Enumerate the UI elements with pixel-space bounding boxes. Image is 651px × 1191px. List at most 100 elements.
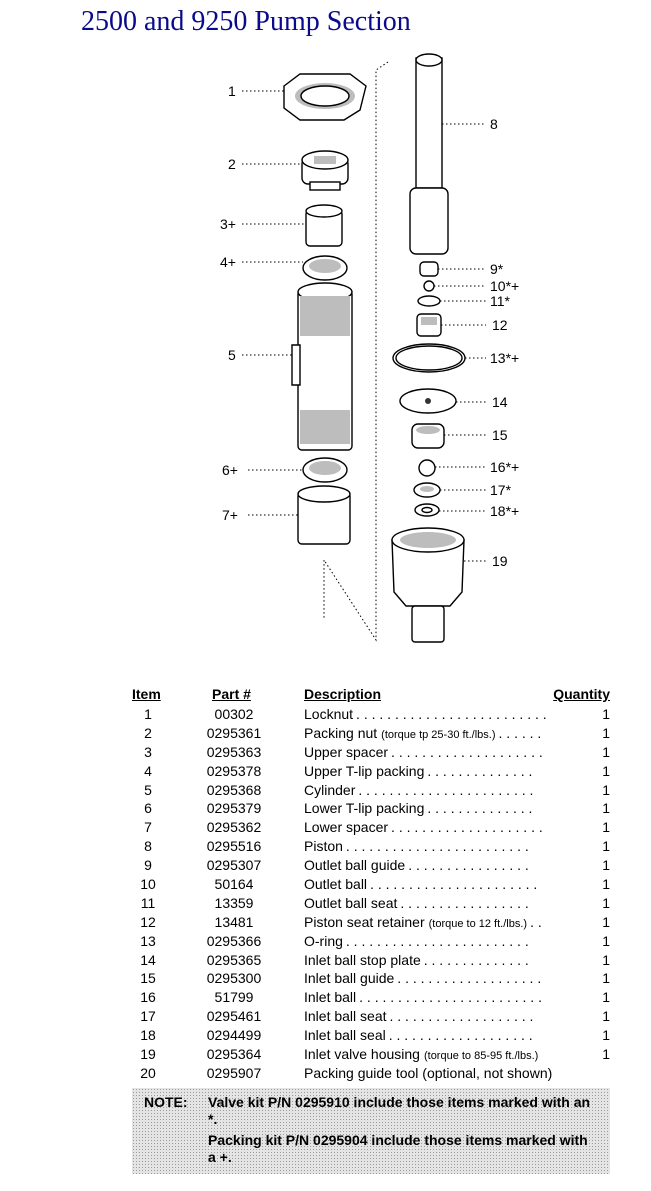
callout-2: 2 xyxy=(228,156,236,172)
quantity: 1 xyxy=(602,1046,610,1063)
description-cell: Inlet valve housing(torque to 85-95 ft./… xyxy=(304,1046,538,1062)
description: Lower spacer xyxy=(304,819,389,836)
part-3-upper-spacer xyxy=(305,204,343,247)
description-cell: Inlet ball. . . . . . . . . . . . . . . … xyxy=(304,989,542,1005)
assembly-alignment-line xyxy=(323,61,389,642)
description: Inlet ball seal xyxy=(304,1027,386,1044)
leader-dots: . . . . . . . . . . . . . . xyxy=(423,951,529,968)
description-cell: Inlet ball guide. . . . . . . . . . . . … xyxy=(304,970,541,986)
quantity: 1 xyxy=(602,762,610,779)
quantity: 1 xyxy=(602,781,610,798)
description: Outlet ball xyxy=(304,876,368,893)
part-number: 13359 xyxy=(214,894,254,911)
callout-14: 14 xyxy=(492,394,508,410)
leader-dots: . . . . . . . . . . . . . . . . . . . . … xyxy=(345,838,529,855)
part-14-inlet-ball-stop-plate xyxy=(399,388,457,414)
quantity: 1 xyxy=(602,706,610,722)
description: Cylinder xyxy=(304,781,356,798)
callout-4: 4+ xyxy=(220,254,236,270)
item-number: 9 xyxy=(144,857,152,874)
callout-1: 1 xyxy=(228,83,236,99)
leader-dots: . . . . . . . . . . . . . . . . . . . . xyxy=(391,743,543,760)
item-number: 3 xyxy=(144,743,152,760)
description-cell: Inlet ball seal. . . . . . . . . . . . .… xyxy=(304,1027,533,1043)
description: Upper T-lip packing xyxy=(304,762,425,779)
callout-18: 18*+ xyxy=(490,503,519,519)
header-item: Item xyxy=(132,686,161,702)
leader-dots: . . . . . . . . . . . . . . . . . . . . … xyxy=(359,989,542,1006)
description-cell: Inlet ball stop plate. . . . . . . . . .… xyxy=(304,952,529,968)
part-2-packing-nut xyxy=(301,150,349,191)
description-cell: Locknut. . . . . . . . . . . . . . . . .… xyxy=(304,706,547,722)
header-part-number: Part # xyxy=(212,686,251,702)
item-number: 4 xyxy=(144,762,152,779)
description-cell: Piston. . . . . . . . . . . . . . . . . … xyxy=(304,838,529,854)
leader-dots: . . . . . . xyxy=(498,724,542,741)
item-number: 14 xyxy=(140,951,156,968)
description: O-ring xyxy=(304,932,343,949)
part-9-outlet-ball-guide xyxy=(419,261,439,277)
description: Inlet ball xyxy=(304,989,357,1006)
header-quantity: Quantity xyxy=(553,686,610,702)
quantity: 1 xyxy=(602,857,610,874)
part-16-inlet-ball xyxy=(418,459,436,477)
part-number: 0295461 xyxy=(206,1008,262,1025)
part-17-inlet-ball-seat xyxy=(413,482,441,498)
callout-5: 5 xyxy=(228,347,236,363)
leader-dots: . . . . . . . . . . . . . . . . . xyxy=(400,894,529,911)
torque-note: (torque to 12 ft./lbs.) xyxy=(428,917,528,930)
description: Inlet ball seat xyxy=(304,1008,387,1025)
leader-dots: . . . . . . . . . . . . . . . . . . . . … xyxy=(370,876,538,893)
callout-3: 3+ xyxy=(220,216,236,232)
callout-16: 16*+ xyxy=(490,459,519,475)
quantity: 1 xyxy=(602,894,610,911)
item-number: 18 xyxy=(140,1027,156,1044)
part-number: 0295379 xyxy=(206,800,262,817)
description: Outlet ball guide xyxy=(304,857,406,874)
description-cell: Upper T-lip packing. . . . . . . . . . .… xyxy=(304,763,532,779)
part-18-inlet-ball-seal xyxy=(414,503,440,517)
quantity: 1 xyxy=(602,970,610,987)
leader-dots: . . . . . . . . . . . . . . . . . . . . xyxy=(391,819,543,836)
description: Upper spacer xyxy=(304,743,389,760)
item-number: 1 xyxy=(144,706,152,722)
note-label: NOTE: xyxy=(144,1094,188,1110)
item-number: 12 xyxy=(140,913,156,930)
part-number: 0295307 xyxy=(206,857,262,874)
part-number: 50164 xyxy=(214,876,254,893)
item-number: 8 xyxy=(144,838,152,855)
parts-table-header: Item Part # Description Quantity xyxy=(128,686,612,706)
item-number: 5 xyxy=(144,781,152,798)
description: Locknut xyxy=(304,706,354,722)
callout-9: 9* xyxy=(490,261,504,277)
leader-dots: . . . . . . . . . . . . . . xyxy=(427,762,533,779)
part-number: 0295361 xyxy=(206,724,262,741)
description-cell: O-ring. . . . . . . . . . . . . . . . . … xyxy=(304,933,529,949)
description: Inlet ball stop plate xyxy=(304,951,421,968)
description: Piston seat retainer xyxy=(304,913,425,930)
description-cell: Packing guide tool (optional, not shown) xyxy=(304,1065,552,1081)
description-cell: Lower spacer. . . . . . . . . . . . . . … xyxy=(304,819,543,835)
part-4-upper-t-lip-packing xyxy=(302,255,348,281)
description: Piston xyxy=(304,838,343,855)
leader-dots: . . . . . . . . . . . . . . . . . . . xyxy=(397,970,542,987)
item-number: 13 xyxy=(140,932,156,949)
part-number: 0295366 xyxy=(206,932,262,949)
leader-dots: . . . . . . . . . . . . . . . . . . . xyxy=(388,1027,533,1044)
quantity: 1 xyxy=(602,724,610,741)
description-cell: Upper spacer. . . . . . . . . . . . . . … xyxy=(304,744,543,760)
